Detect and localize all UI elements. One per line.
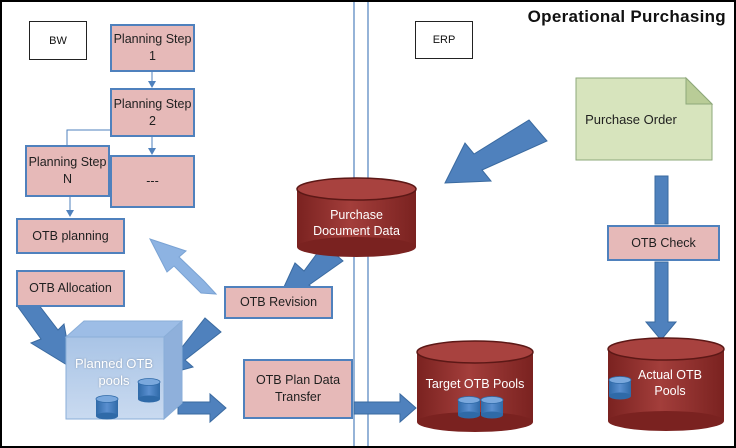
small-cylinder-icons — [95, 378, 161, 420]
planning-step-1-box: Planning Step 1 — [110, 24, 195, 72]
planned-pools-label: Planned OTB pools — [74, 356, 154, 388]
actual-db-icon — [608, 376, 632, 400]
otb-allocation-box: OTB Allocation — [16, 270, 125, 307]
planning-step-2-box: Planning Step 2 — [110, 88, 195, 137]
planning-ellipsis-box: --- — [110, 155, 195, 208]
purchase-order-shape — [575, 77, 713, 161]
actual-pools-label: Actual OTB Pools — [638, 368, 702, 398]
target-pools-cylinder — [416, 340, 534, 432]
arrow-pools-to-transfer — [177, 392, 227, 424]
erp-zone-label: ERP — [415, 21, 473, 59]
purchase-document-data-label: Purchase Document Data — [313, 208, 400, 238]
cube-db-icon-b — [95, 395, 119, 420]
arrow-revision-to-planning — [148, 238, 218, 295]
target-pools-label: Target OTB Pools — [425, 377, 525, 391]
cube-db-icon-a — [137, 378, 161, 403]
planning-connectors — [66, 71, 156, 217]
bw-zone-label: BW — [29, 21, 87, 60]
arrow-po-to-doc — [444, 119, 548, 184]
planning-step-n-box: Planning Step N — [25, 145, 110, 197]
otb-revision-box: OTB Revision — [224, 286, 333, 319]
actual-pools-cylinder — [607, 337, 725, 431]
arrow-allocation-to-pools — [17, 299, 73, 370]
target-db-icons — [457, 396, 504, 419]
purchase-order-label: Purchase Order — [585, 111, 677, 127]
otb-check-box: OTB Check — [607, 225, 720, 261]
arrow-transfer-to-target — [353, 392, 417, 424]
page-fold-icon — [685, 76, 714, 105]
purchase-document-data-cylinder — [296, 177, 417, 257]
arrow-check-to-actual — [644, 261, 678, 341]
otb-planning-box: OTB planning — [16, 218, 125, 254]
otb-plan-data-transfer-box: OTB Plan Data Transfer — [243, 359, 353, 419]
arrow-po-to-check — [654, 175, 669, 225]
diagram-title: Operational Purchasing — [527, 7, 726, 26]
